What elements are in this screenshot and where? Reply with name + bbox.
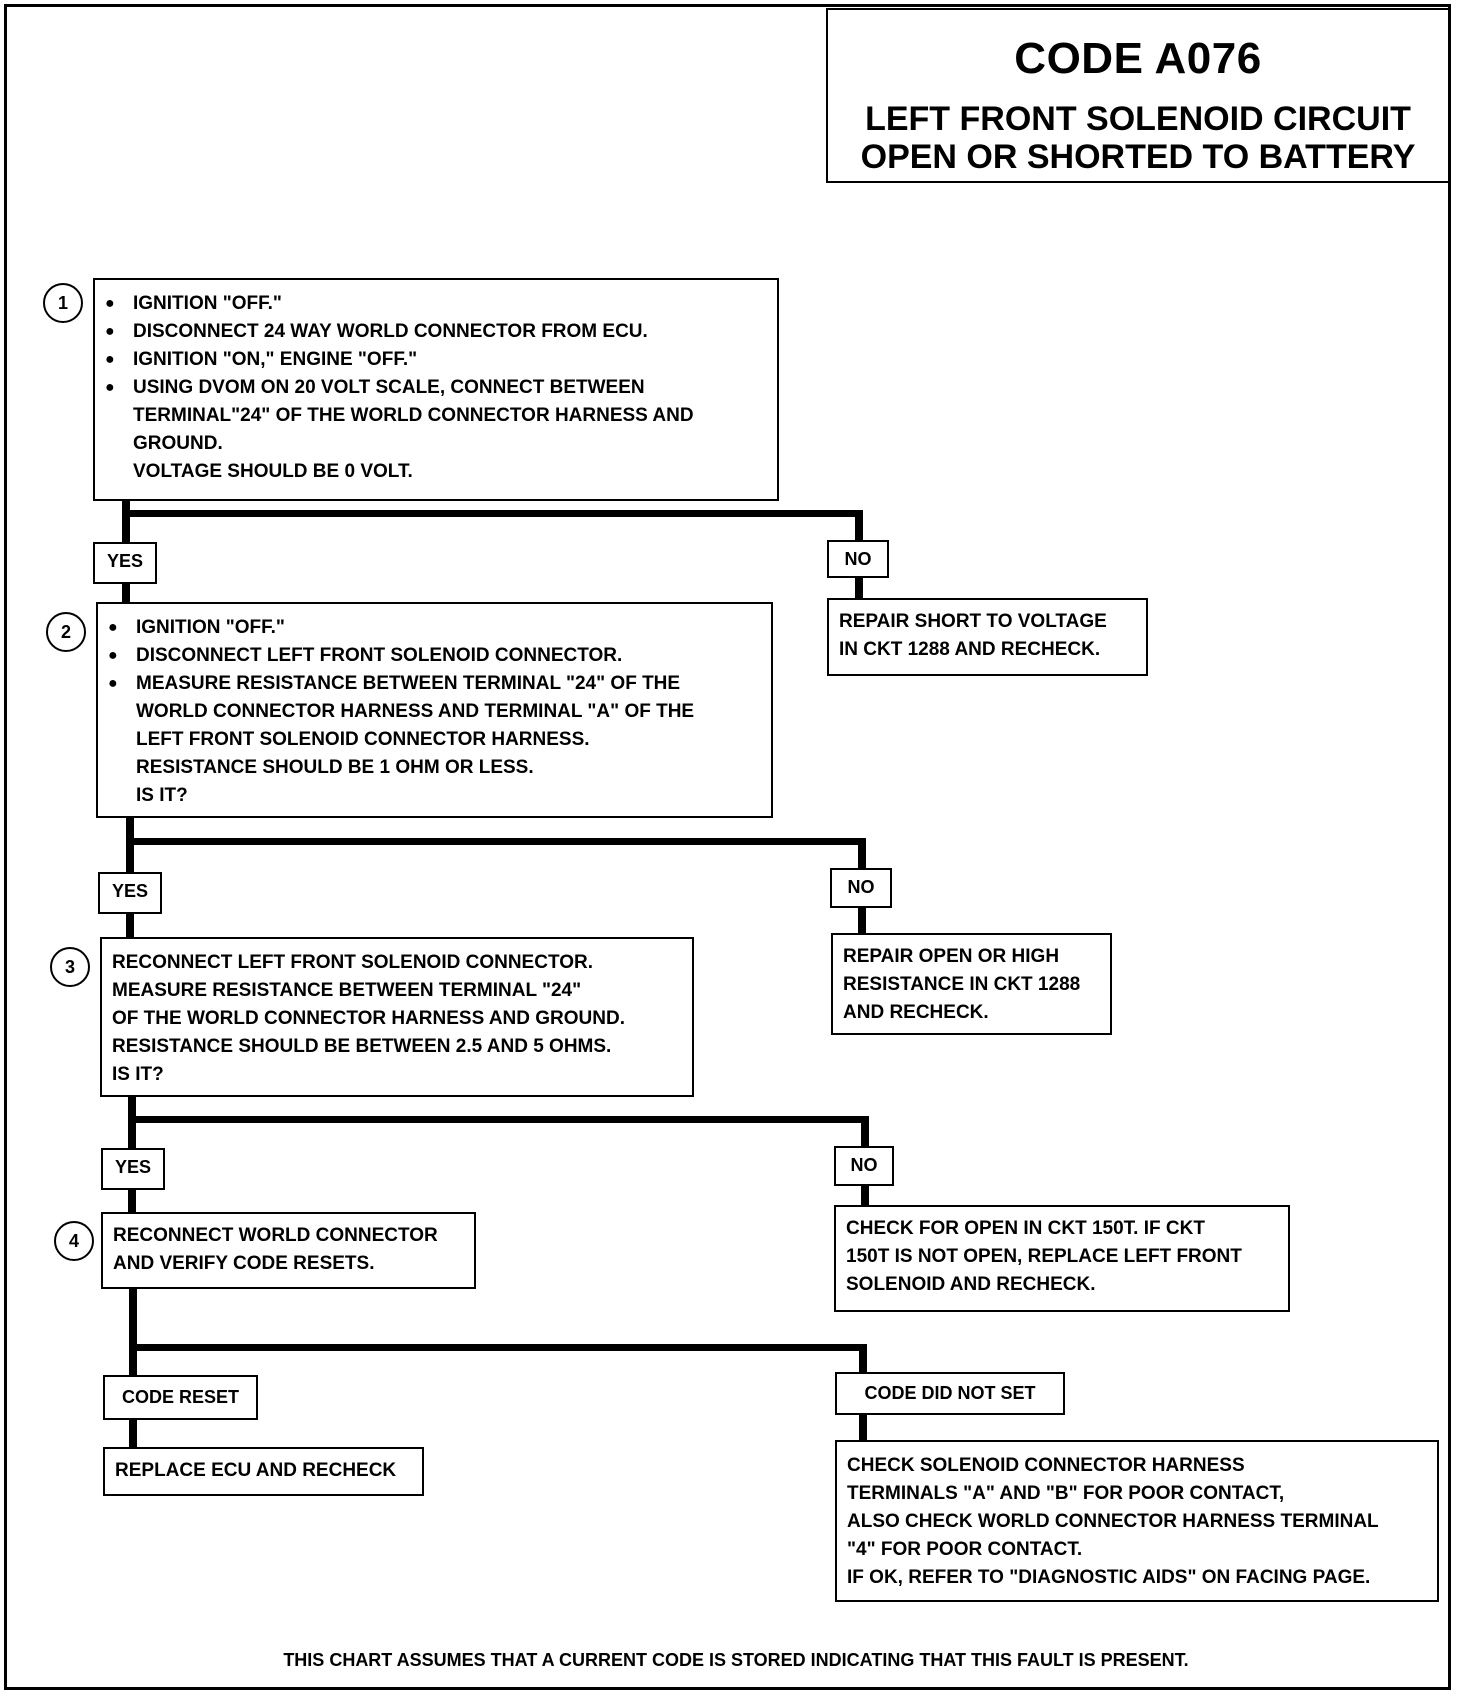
step-text: DISCONNECT 24 WAY WORLD CONNECTOR FROM E… (133, 321, 648, 342)
action-text: "4" FOR POOR CONTACT. (847, 1539, 1083, 1560)
action-text: CHECK SOLENOID CONNECTOR HARNESS (847, 1455, 1245, 1476)
step-text: USING DVOM ON 20 VOLT SCALE, CONNECT BET… (133, 377, 645, 398)
step-1-box: ●IGNITION "OFF." ●DISCONNECT 24 WAY WORL… (93, 278, 779, 501)
step-1-item: ●IGNITION "OFF." (105, 290, 767, 318)
connector (855, 578, 863, 600)
action-box-no3: CHECK FOR OPEN IN CKT 150T. IF CKT 150T … (834, 1205, 1290, 1312)
step-text: RECONNECT WORLD CONNECTOR (113, 1225, 438, 1246)
step-text: IS IT? (136, 785, 188, 806)
action-text: TERMINALS "A" AND "B" FOR POOR CONTACT, (847, 1483, 1285, 1504)
step-number-1: 1 (43, 283, 83, 323)
no-label: NO (830, 868, 892, 908)
step-text: RESISTANCE SHOULD BE 1 OHM OR LESS. (136, 757, 534, 778)
connector (128, 1116, 869, 1123)
action-text: IF OK, REFER TO "DIAGNOSTIC AIDS" ON FAC… (847, 1567, 1371, 1588)
step-1-item: ●USING DVOM ON 20 VOLT SCALE, CONNECT BE… (105, 374, 767, 402)
connector (122, 584, 130, 604)
action-text: RESISTANCE IN CKT 1288 (843, 974, 1081, 995)
step-number-3: 3 (50, 947, 90, 987)
action-box-no2: REPAIR OPEN OR HIGH RESISTANCE IN CKT 12… (831, 933, 1112, 1035)
action-box-not-set: CHECK SOLENOID CONNECTOR HARNESS TERMINA… (835, 1440, 1439, 1602)
connector (861, 1186, 869, 1206)
connector (859, 1414, 867, 1442)
action-text: REPLACE ECU AND RECHECK (115, 1460, 397, 1481)
connector (129, 1287, 137, 1375)
step-text: OF THE WORLD CONNECTOR HARNESS AND GROUN… (112, 1008, 625, 1029)
action-text: SOLENOID AND RECHECK. (846, 1274, 1096, 1295)
no-label: NO (834, 1146, 894, 1186)
connector (126, 913, 134, 939)
action-box-reset: REPLACE ECU AND RECHECK (103, 1447, 424, 1496)
action-text: AND RECHECK. (843, 1002, 989, 1023)
yes-label: YES (101, 1148, 165, 1190)
title-line-2: OPEN OR SHORTED TO BATTERY (860, 138, 1416, 176)
connector (129, 1344, 867, 1351)
action-text: IN CKT 1288 AND RECHECK. (839, 639, 1101, 660)
step-text: IGNITION "OFF." (136, 617, 285, 638)
code-title: CODE A076 (1014, 34, 1262, 83)
footer-note: THIS CHART ASSUMES THAT A CURRENT CODE I… (283, 1650, 1189, 1670)
connector (858, 838, 866, 868)
step-text: AND VERIFY CODE RESETS. (113, 1253, 375, 1274)
title-box: CODE A076 LEFT FRONT SOLENOID CIRCUIT OP… (826, 8, 1450, 183)
action-text: REPAIR SHORT TO VOLTAGE (839, 611, 1107, 632)
step-1-item: ●DISCONNECT 24 WAY WORLD CONNECTOR FROM … (105, 318, 767, 346)
step-text: WORLD CONNECTOR HARNESS AND TERMINAL "A"… (136, 701, 695, 722)
step-number-2: 2 (46, 612, 86, 652)
action-text: REPAIR OPEN OR HIGH (843, 946, 1060, 967)
action-box-no1: REPAIR SHORT TO VOLTAGE IN CKT 1288 AND … (827, 598, 1148, 676)
code-reset-label: CODE RESET (103, 1375, 258, 1420)
connector (858, 908, 866, 934)
step-2-item: ●MEASURE RESISTANCE BETWEEN TERMINAL "24… (108, 670, 761, 698)
action-text: 150T IS NOT OPEN, REPLACE LEFT FRONT (846, 1246, 1242, 1267)
step-text: VOLTAGE SHOULD BE 0 VOLT. (133, 461, 413, 482)
connector (128, 1190, 136, 1212)
connector (129, 1419, 137, 1449)
step-2-box: ●IGNITION "OFF." ●DISCONNECT LEFT FRONT … (96, 602, 773, 818)
title-line-1: LEFT FRONT SOLENOID CIRCUIT (865, 100, 1411, 138)
connector (126, 838, 866, 845)
step-text: RECONNECT LEFT FRONT SOLENOID CONNECTOR. (112, 952, 593, 973)
step-text: RESISTANCE SHOULD BE BETWEEN 2.5 AND 5 O… (112, 1036, 612, 1057)
action-text: ALSO CHECK WORLD CONNECTOR HARNESS TERMI… (847, 1511, 1379, 1532)
step-text: IGNITION "OFF." (133, 293, 282, 314)
code-did-not-set-label: CODE DID NOT SET (835, 1372, 1065, 1415)
step-text: GROUND. (133, 433, 223, 454)
yes-label: YES (93, 542, 157, 584)
step-text: IS IT? (112, 1064, 164, 1085)
connector (855, 510, 863, 540)
action-text: CHECK FOR OPEN IN CKT 150T. IF CKT (846, 1218, 1205, 1239)
connector (859, 1344, 867, 1372)
yes-label: YES (98, 872, 162, 914)
step-text: IGNITION "ON," ENGINE "OFF." (133, 349, 418, 370)
step-text: TERMINAL"24" OF THE WORLD CONNECTOR HARN… (133, 405, 694, 426)
connector (122, 510, 863, 517)
step-3-box: RECONNECT LEFT FRONT SOLENOID CONNECTOR.… (100, 937, 694, 1097)
step-text: MEASURE RESISTANCE BETWEEN TERMINAL "24"… (136, 673, 681, 694)
step-2-item: ●IGNITION "OFF." (108, 614, 761, 642)
connector (861, 1116, 869, 1146)
step-text: LEFT FRONT SOLENOID CONNECTOR HARNESS. (136, 729, 590, 750)
page-border (4, 4, 1451, 1690)
step-4-box: RECONNECT WORLD CONNECTOR AND VERIFY COD… (101, 1212, 476, 1289)
step-text: MEASURE RESISTANCE BETWEEN TERMINAL "24" (112, 980, 582, 1001)
no-label: NO (827, 540, 889, 578)
step-2-item: ●DISCONNECT LEFT FRONT SOLENOID CONNECTO… (108, 642, 761, 670)
connector (122, 500, 130, 542)
step-1-item: ●IGNITION "ON," ENGINE "OFF." (105, 346, 767, 374)
step-number-4: 4 (54, 1221, 94, 1261)
step-text: DISCONNECT LEFT FRONT SOLENOID CONNECTOR… (136, 645, 623, 666)
